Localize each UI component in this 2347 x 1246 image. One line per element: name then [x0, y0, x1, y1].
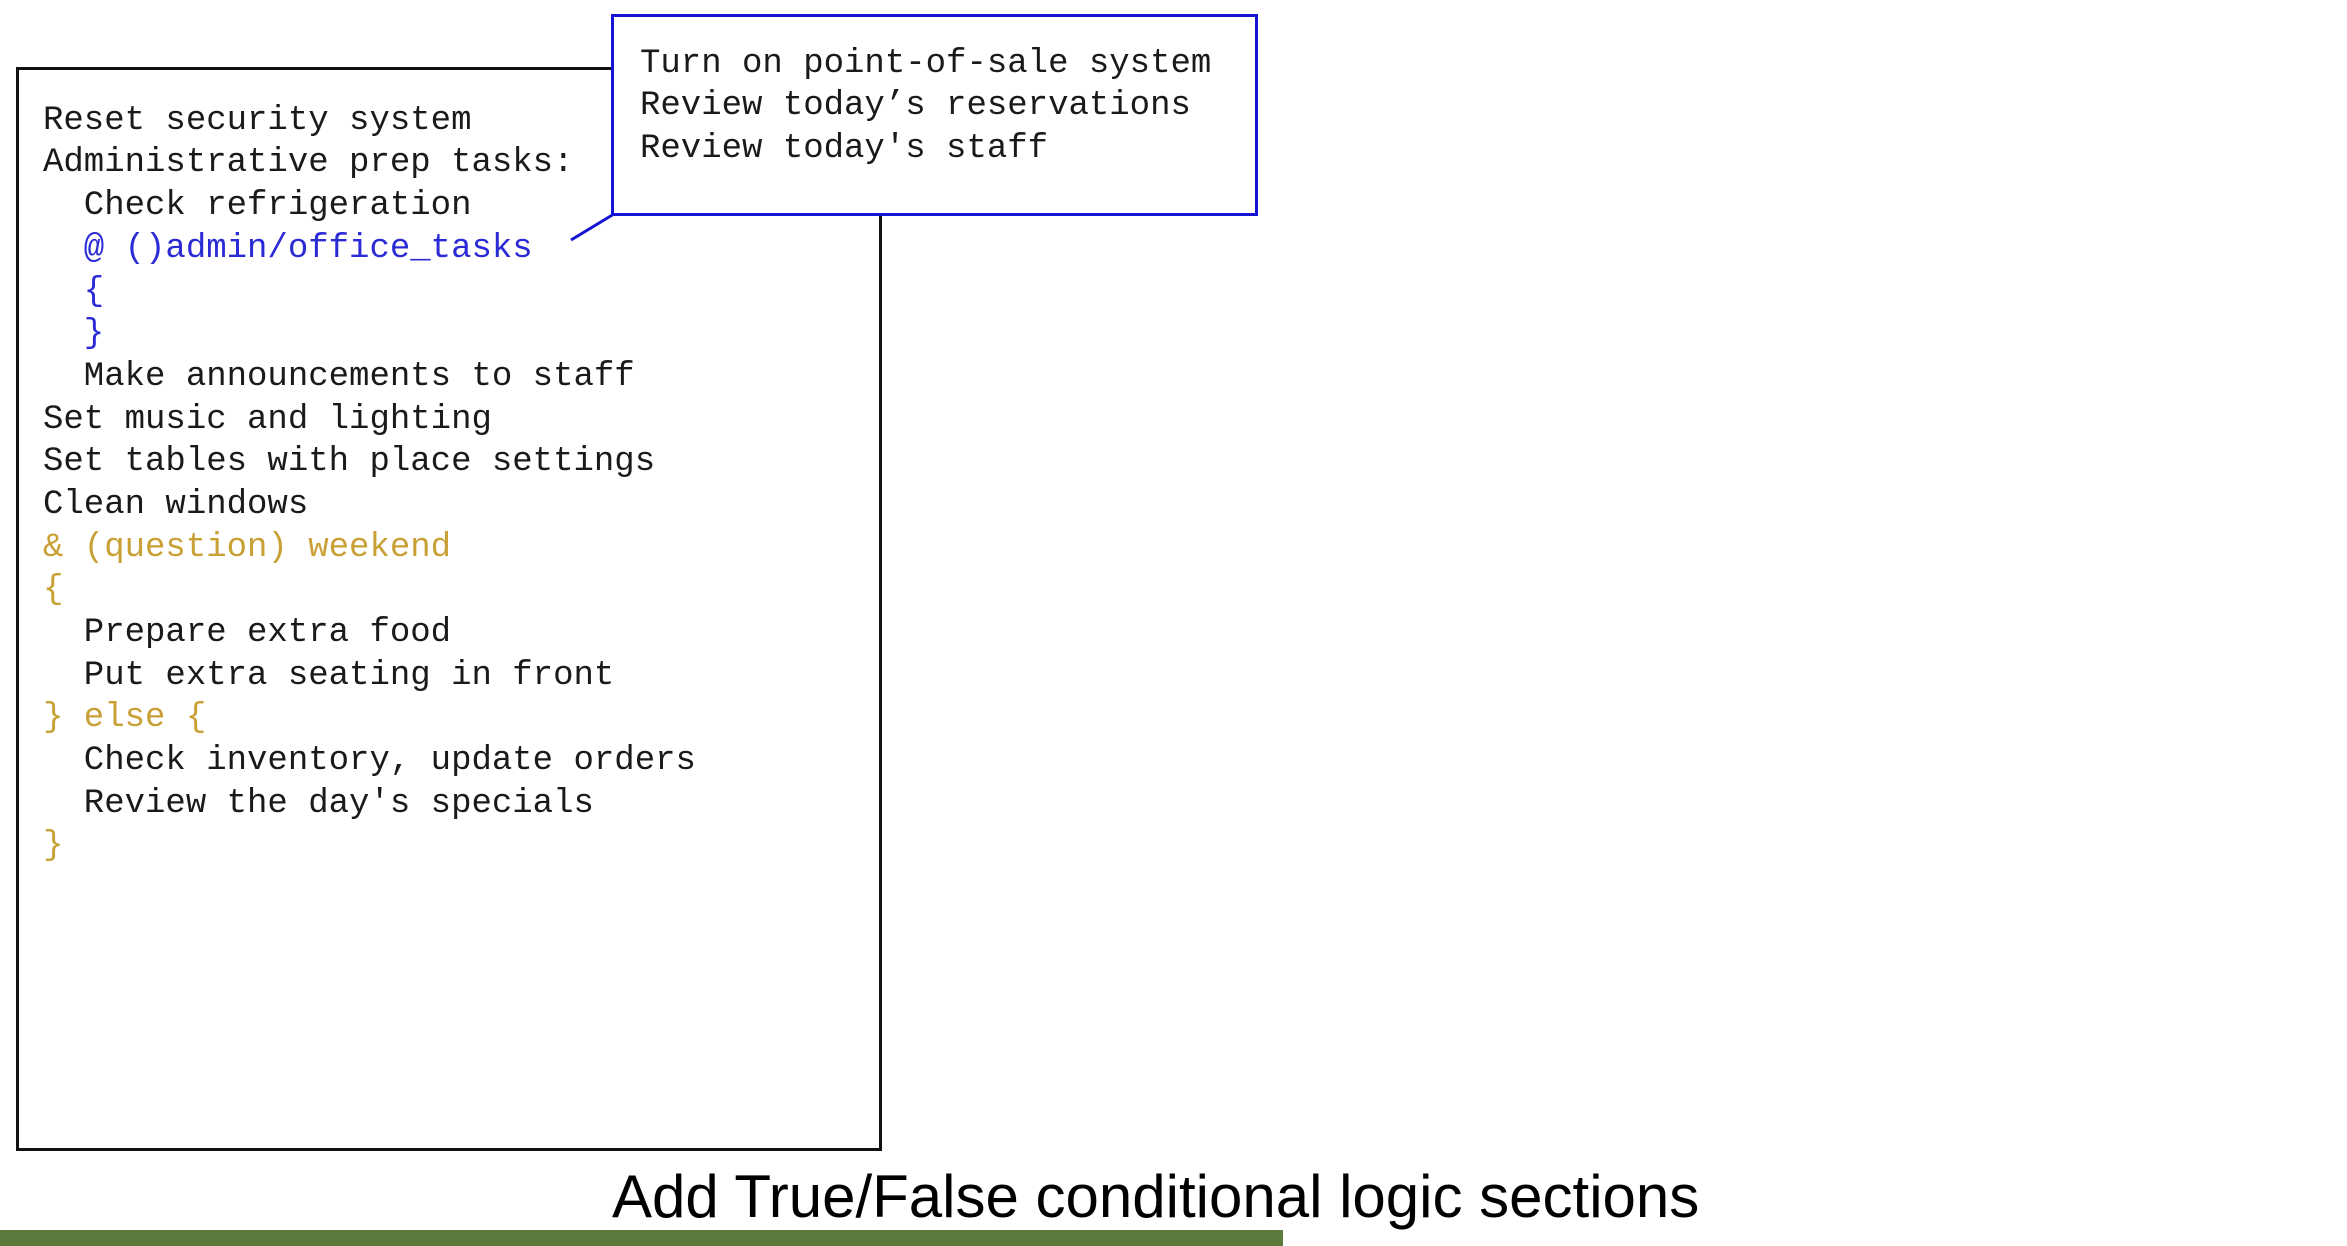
subroutine-link[interactable]: @ ()admin/office_tasks [43, 230, 533, 268]
code-line: Check refrigeration [43, 187, 472, 225]
conditional-open-brace: { [43, 571, 64, 609]
conditional-question-line: & (question) weekend [43, 529, 452, 567]
code-line: Clean windows [43, 486, 309, 524]
code-line: Make announcements to staff [43, 358, 635, 396]
code-line: { [43, 273, 105, 311]
footer-accent-bar [0, 1230, 1283, 1246]
code-line: Set tables with place settings [43, 443, 656, 481]
slide-caption: Add True/False conditional logic section… [612, 1163, 1700, 1230]
code-line: Administrative prep tasks: [43, 144, 574, 182]
conditional-else-line: } else { [43, 699, 207, 737]
connector-stroke [570, 212, 615, 242]
callout-line: Review today’s reservations [640, 87, 1191, 125]
conditional-close-brace: } [43, 827, 64, 865]
code-line: Reset security system [43, 102, 472, 140]
code-block-panel: Reset security system Administrative pre… [16, 67, 882, 1151]
code-line: Set music and lighting [43, 401, 492, 439]
code-line: } [43, 315, 105, 353]
callout-line: Review today's staff [640, 130, 1049, 168]
code-line: Review the day's specials [43, 785, 594, 823]
code-line: Check inventory, update orders [43, 742, 696, 780]
code-line: Put extra seating in front [43, 657, 615, 695]
subroutine-callout: Turn on point-of-sale system Review toda… [611, 14, 1258, 216]
code-line: Prepare extra food [43, 614, 452, 652]
callout-line: Turn on point-of-sale system [640, 45, 1212, 83]
